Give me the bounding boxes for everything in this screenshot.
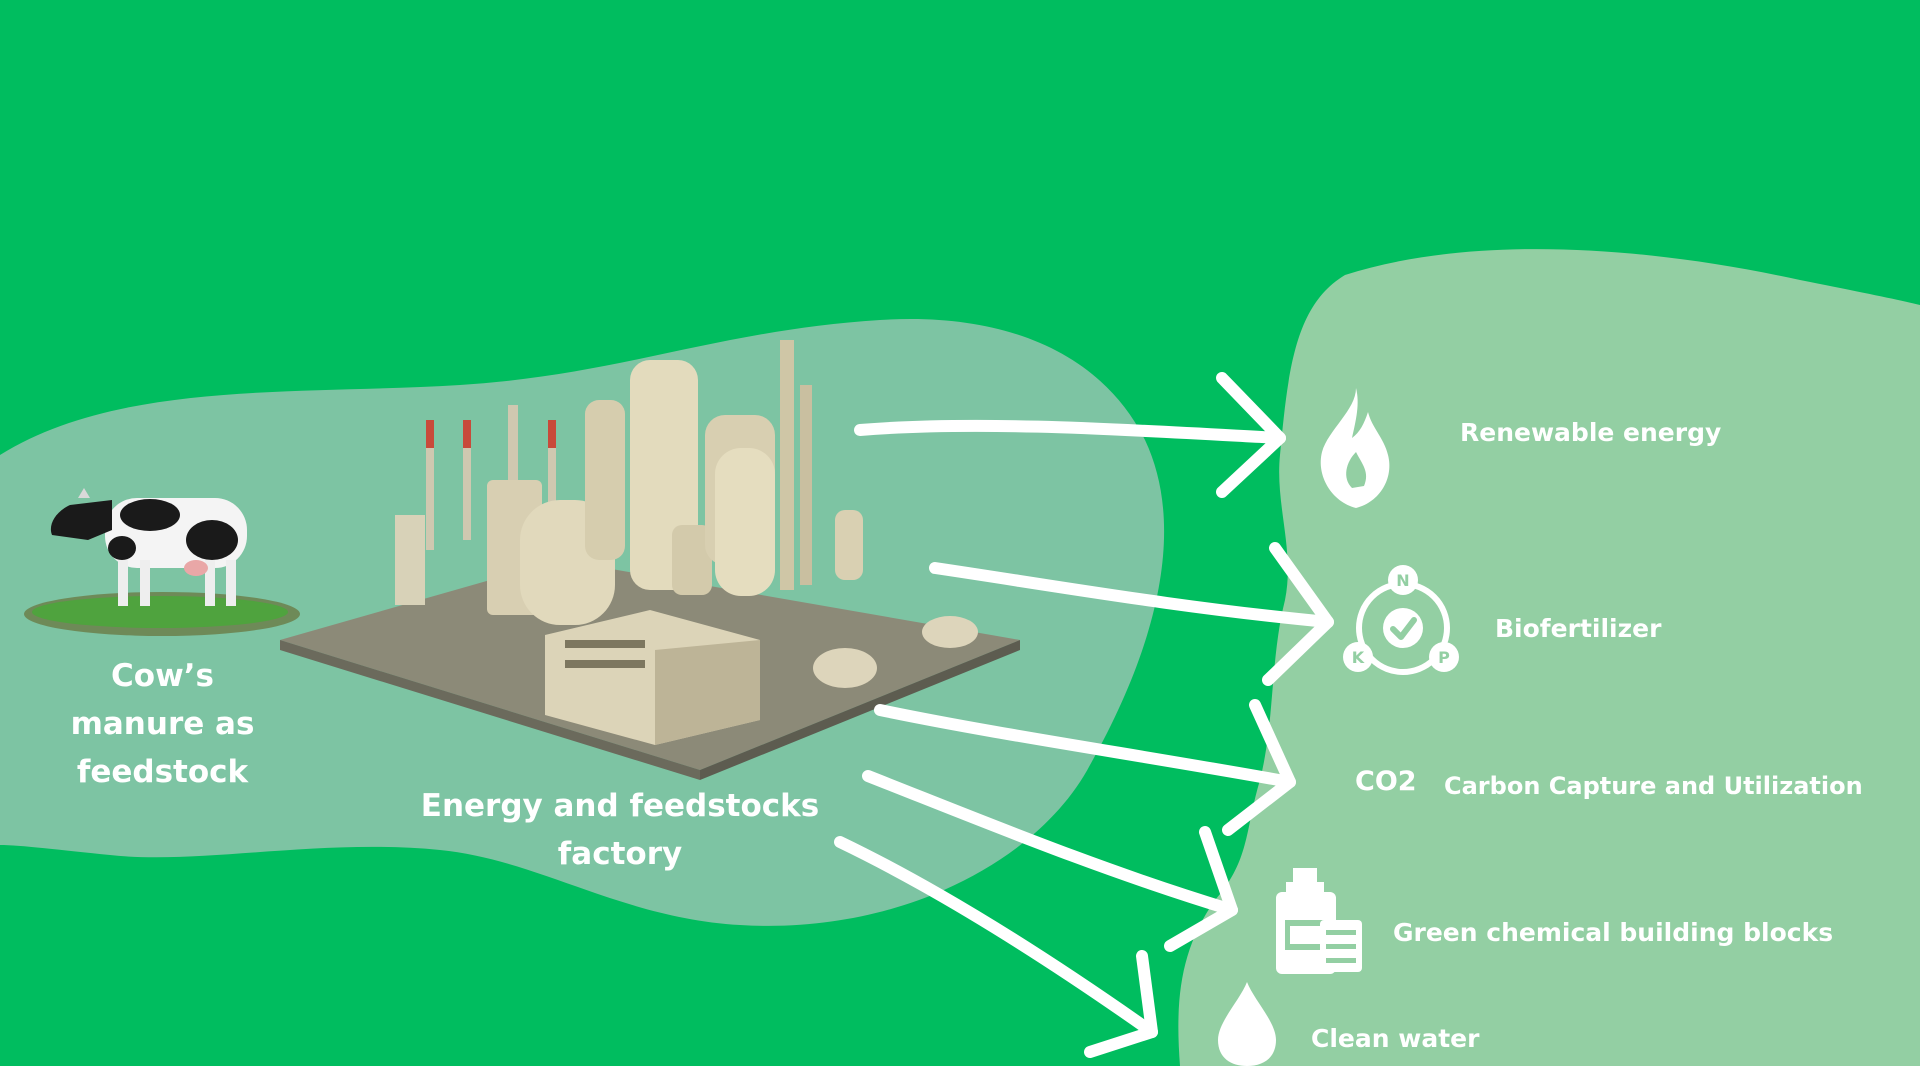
npk-badge-k: K xyxy=(1352,648,1365,667)
arrow-to-green-chemicals xyxy=(862,770,1238,952)
co2-icon: CO2 xyxy=(1355,766,1417,797)
npk-badge-n: N xyxy=(1396,571,1409,590)
cow-illustration xyxy=(24,488,300,636)
output-label-carbon-capture: Carbon Capture and Utilization xyxy=(1444,772,1863,800)
factory-illustration xyxy=(280,340,1020,780)
factory-label: Energy and feedstocks factory xyxy=(420,788,820,872)
npk-badge-p: P xyxy=(1438,648,1450,667)
output-label-green-chemicals: Green chemical building blocks xyxy=(1393,918,1834,947)
arrow-to-renewable-energy xyxy=(854,372,1286,498)
arrows xyxy=(834,372,1334,1058)
arrow-to-carbon-capture xyxy=(874,699,1296,836)
output-label-biofertilizer: Biofertilizer xyxy=(1495,614,1662,643)
flame-icon xyxy=(1320,388,1390,508)
output-label-clean-water: Clean water xyxy=(1311,1024,1480,1053)
water-drop-icon xyxy=(1218,982,1276,1066)
arrow-to-biofertilizer xyxy=(929,542,1334,686)
chemical-bottles-icon xyxy=(1276,868,1362,974)
source-label: Cow’s manure as feedstock xyxy=(70,658,255,790)
output-label-renewable-energy: Renewable energy xyxy=(1460,418,1722,447)
npk-icon: N K P xyxy=(1343,565,1459,675)
arrow-to-clean-water xyxy=(834,836,1158,1058)
